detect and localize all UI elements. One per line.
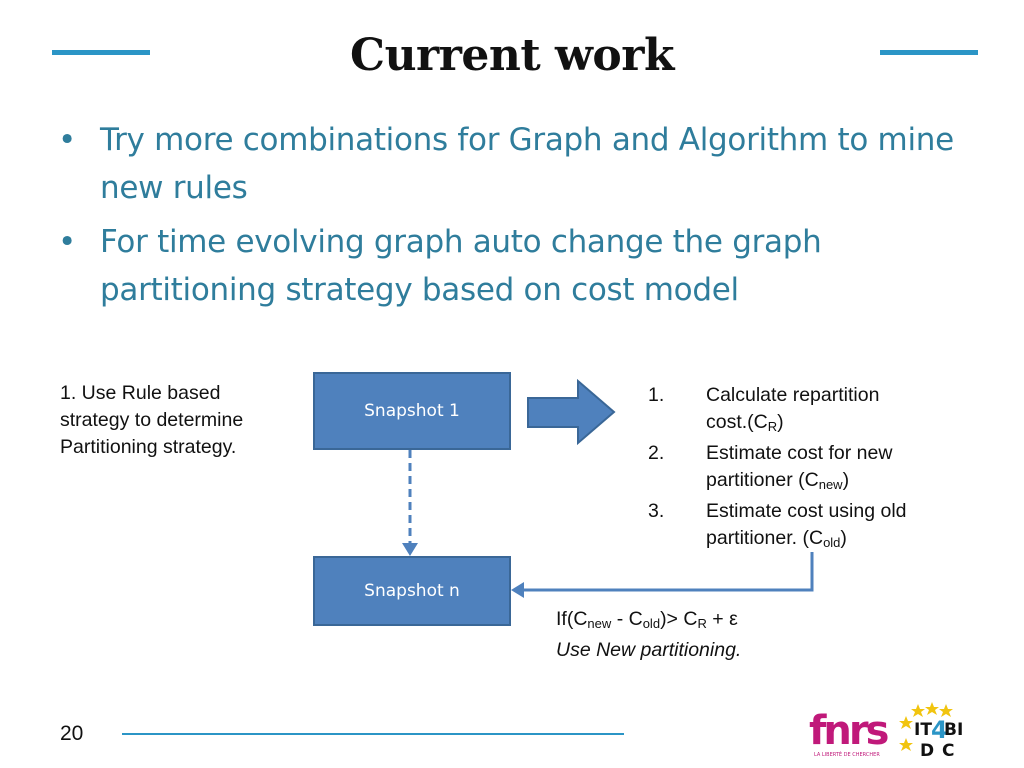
svg-text:BI: BI	[944, 720, 963, 740]
step-line: partitioner. (Cold)	[706, 527, 847, 550]
snapshot-n-label: Snapshot n	[364, 581, 460, 601]
cost-step: 1. Calculate repartition cost.(CR)	[648, 382, 968, 440]
svg-text:4: 4	[931, 716, 948, 744]
header-right-line	[880, 50, 978, 55]
bullet-text: Try more combinations for Graph and Algo…	[100, 122, 954, 206]
condition-formula: If(Cnew - Cold)> CR + ε	[556, 608, 738, 631]
feedback-connector	[522, 552, 814, 592]
note-line: 1. Use Rule based	[60, 382, 221, 404]
bullet-dot-icon: •	[58, 122, 76, 158]
step-line: cost.(CR)	[706, 411, 784, 434]
snapshot-n-box: Snapshot n	[313, 556, 511, 626]
svg-text:D: D	[920, 741, 934, 761]
page-number: 20	[60, 722, 84, 745]
svg-text:C: C	[942, 741, 954, 761]
bullet-text: For time evolving graph auto change the …	[100, 224, 822, 308]
it4bi-dc-logo: IT 4 BI D C	[899, 702, 963, 761]
snapshot-1-label: Snapshot 1	[364, 401, 460, 421]
bullet-list: • Try more combinations for Graph and Al…	[58, 116, 958, 320]
snapshot-1-box: Snapshot 1	[313, 372, 511, 450]
cost-steps-list: 1. Calculate repartition cost.(CR) 2. Es…	[648, 382, 968, 556]
header-left-line	[52, 50, 150, 55]
svg-text:IT: IT	[914, 720, 932, 740]
bullet-item: • Try more combinations for Graph and Al…	[58, 116, 958, 212]
note-line: strategy to determine	[60, 409, 244, 431]
bullet-dot-icon: •	[58, 224, 76, 260]
arrowhead-down-icon	[402, 543, 418, 556]
step-line: partitioner (Cnew)	[706, 469, 850, 492]
footer-line	[122, 733, 624, 735]
fnrs-logo: fnrs LA LIBERTÉ DE CHERCHER	[809, 708, 888, 758]
condition-text: If(Cnew - Cold)> CR + ε Use New partitio…	[556, 606, 741, 664]
bullet-item: • For time evolving graph auto change th…	[58, 218, 958, 314]
step-line: Calculate repartition	[706, 384, 880, 406]
condition-action: Use New partitioning.	[556, 639, 742, 661]
step-line: Estimate cost using old	[706, 500, 907, 522]
svg-text:LA LIBERTÉ DE CHERCHER: LA LIBERTÉ DE CHERCHER	[814, 750, 880, 758]
step-line: Estimate cost for new	[706, 442, 893, 464]
cost-step: 2. Estimate cost for new partitioner (Cn…	[648, 440, 968, 498]
cost-step: 3. Estimate cost using old partitioner. …	[648, 498, 968, 556]
arrowhead-left-icon	[511, 582, 524, 598]
note-line: Partitioning strategy.	[60, 436, 237, 458]
step-number: 2.	[648, 442, 665, 464]
rule-based-note: 1. Use Rule based strategy to determine …	[60, 380, 243, 461]
svg-text:fnrs: fnrs	[809, 708, 888, 754]
slide-title: Current work	[350, 30, 674, 81]
block-arrow-right-icon	[527, 378, 616, 446]
step-number: 3.	[648, 500, 665, 522]
step-number: 1.	[648, 384, 665, 406]
